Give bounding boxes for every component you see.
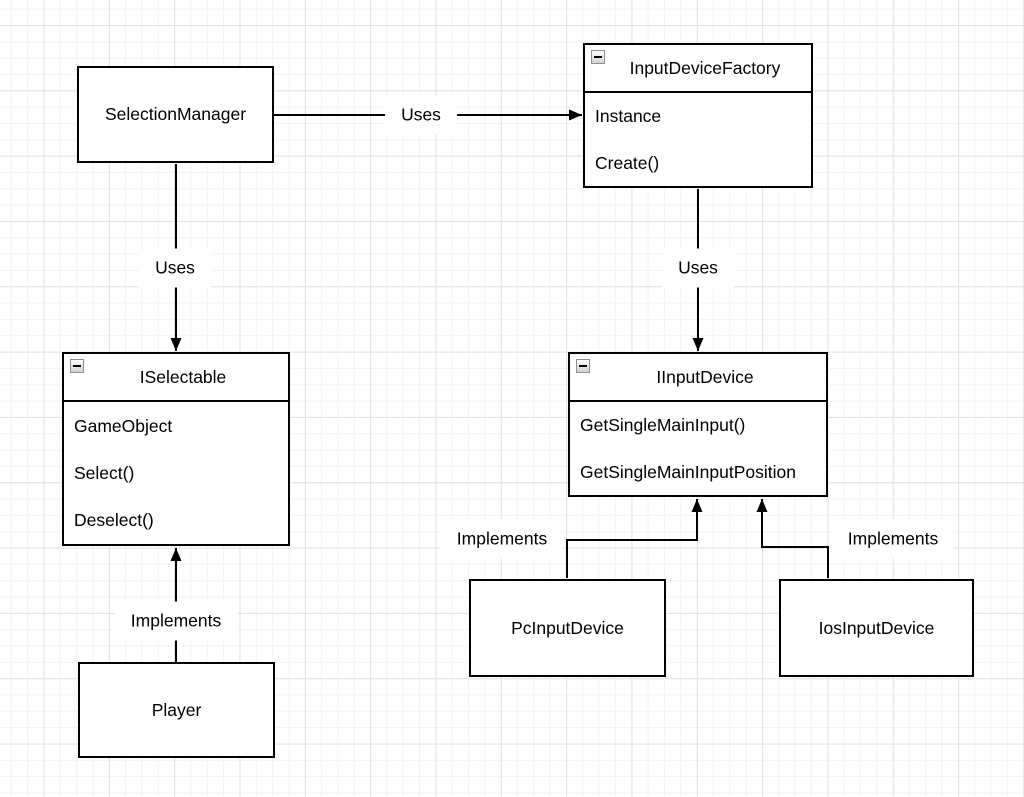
edge-label-uses-factory-iinput[interactable]: Uses — [662, 248, 734, 288]
class-pcinputdevice[interactable]: PcInputDevice — [469, 579, 666, 677]
minus-glyph — [73, 365, 81, 367]
edge-implements-pcinputdevice-to-iinputdevice[interactable] — [566, 499, 703, 578]
class-selectionmanager[interactable]: SelectionManager — [77, 66, 274, 163]
class-iinputdevice[interactable]: IInputDevice GetSingleMainInput() GetSin… — [568, 352, 828, 497]
edge-label-implements-player[interactable]: Implements — [114, 601, 238, 641]
edge-label-implements-ios[interactable]: Implements — [831, 519, 955, 559]
minus-glyph — [579, 365, 587, 367]
class-member: Create() — [595, 152, 660, 173]
class-title: SelectionManager — [104, 104, 247, 125]
edge-label-uses-sm-factory[interactable]: Uses — [385, 95, 457, 135]
class-header: ISelectable — [64, 354, 288, 402]
edge-label-implements-pc[interactable]: Implements — [440, 519, 564, 559]
class-title: IosInputDevice — [818, 617, 935, 638]
class-inputdevicefactory[interactable]: InputDeviceFactory Instance Create() — [583, 43, 813, 188]
class-member: Instance — [595, 106, 662, 127]
class-iosinputdevice[interactable]: IosInputDevice — [779, 579, 974, 677]
member-list: GetSingleMainInput() GetSingleMainInputP… — [570, 402, 826, 495]
minus-glyph — [594, 56, 602, 58]
class-title: InputDeviceFactory — [629, 57, 781, 78]
class-title: PcInputDevice — [511, 617, 624, 638]
collapse-minus-icon[interactable] — [591, 50, 605, 64]
edge-label-uses-sm-iselectable[interactable]: Uses — [139, 248, 211, 288]
class-header: InputDeviceFactory — [585, 45, 811, 93]
edge-implements-iosinputdevice-to-iinputdevice[interactable] — [756, 499, 829, 578]
class-title: IInputDevice — [656, 366, 754, 387]
class-title: Player — [151, 699, 202, 720]
member-list: Instance Create() — [585, 93, 811, 186]
class-player[interactable]: Player — [78, 662, 275, 758]
class-header: IInputDevice — [570, 354, 826, 402]
class-title: ISelectable — [139, 366, 227, 387]
class-member: Deselect() — [74, 510, 154, 531]
collapse-minus-icon[interactable] — [576, 359, 590, 373]
collapse-minus-icon[interactable] — [70, 359, 84, 373]
class-member: Select() — [74, 462, 135, 483]
class-member: GetSingleMainInput() — [580, 415, 746, 436]
class-iselectable[interactable]: ISelectable GameObject Select() Deselect… — [62, 352, 290, 546]
class-member: GameObject — [74, 415, 173, 436]
class-member: GetSingleMainInputPosition — [580, 461, 796, 482]
member-list: GameObject Select() Deselect() — [64, 402, 288, 544]
